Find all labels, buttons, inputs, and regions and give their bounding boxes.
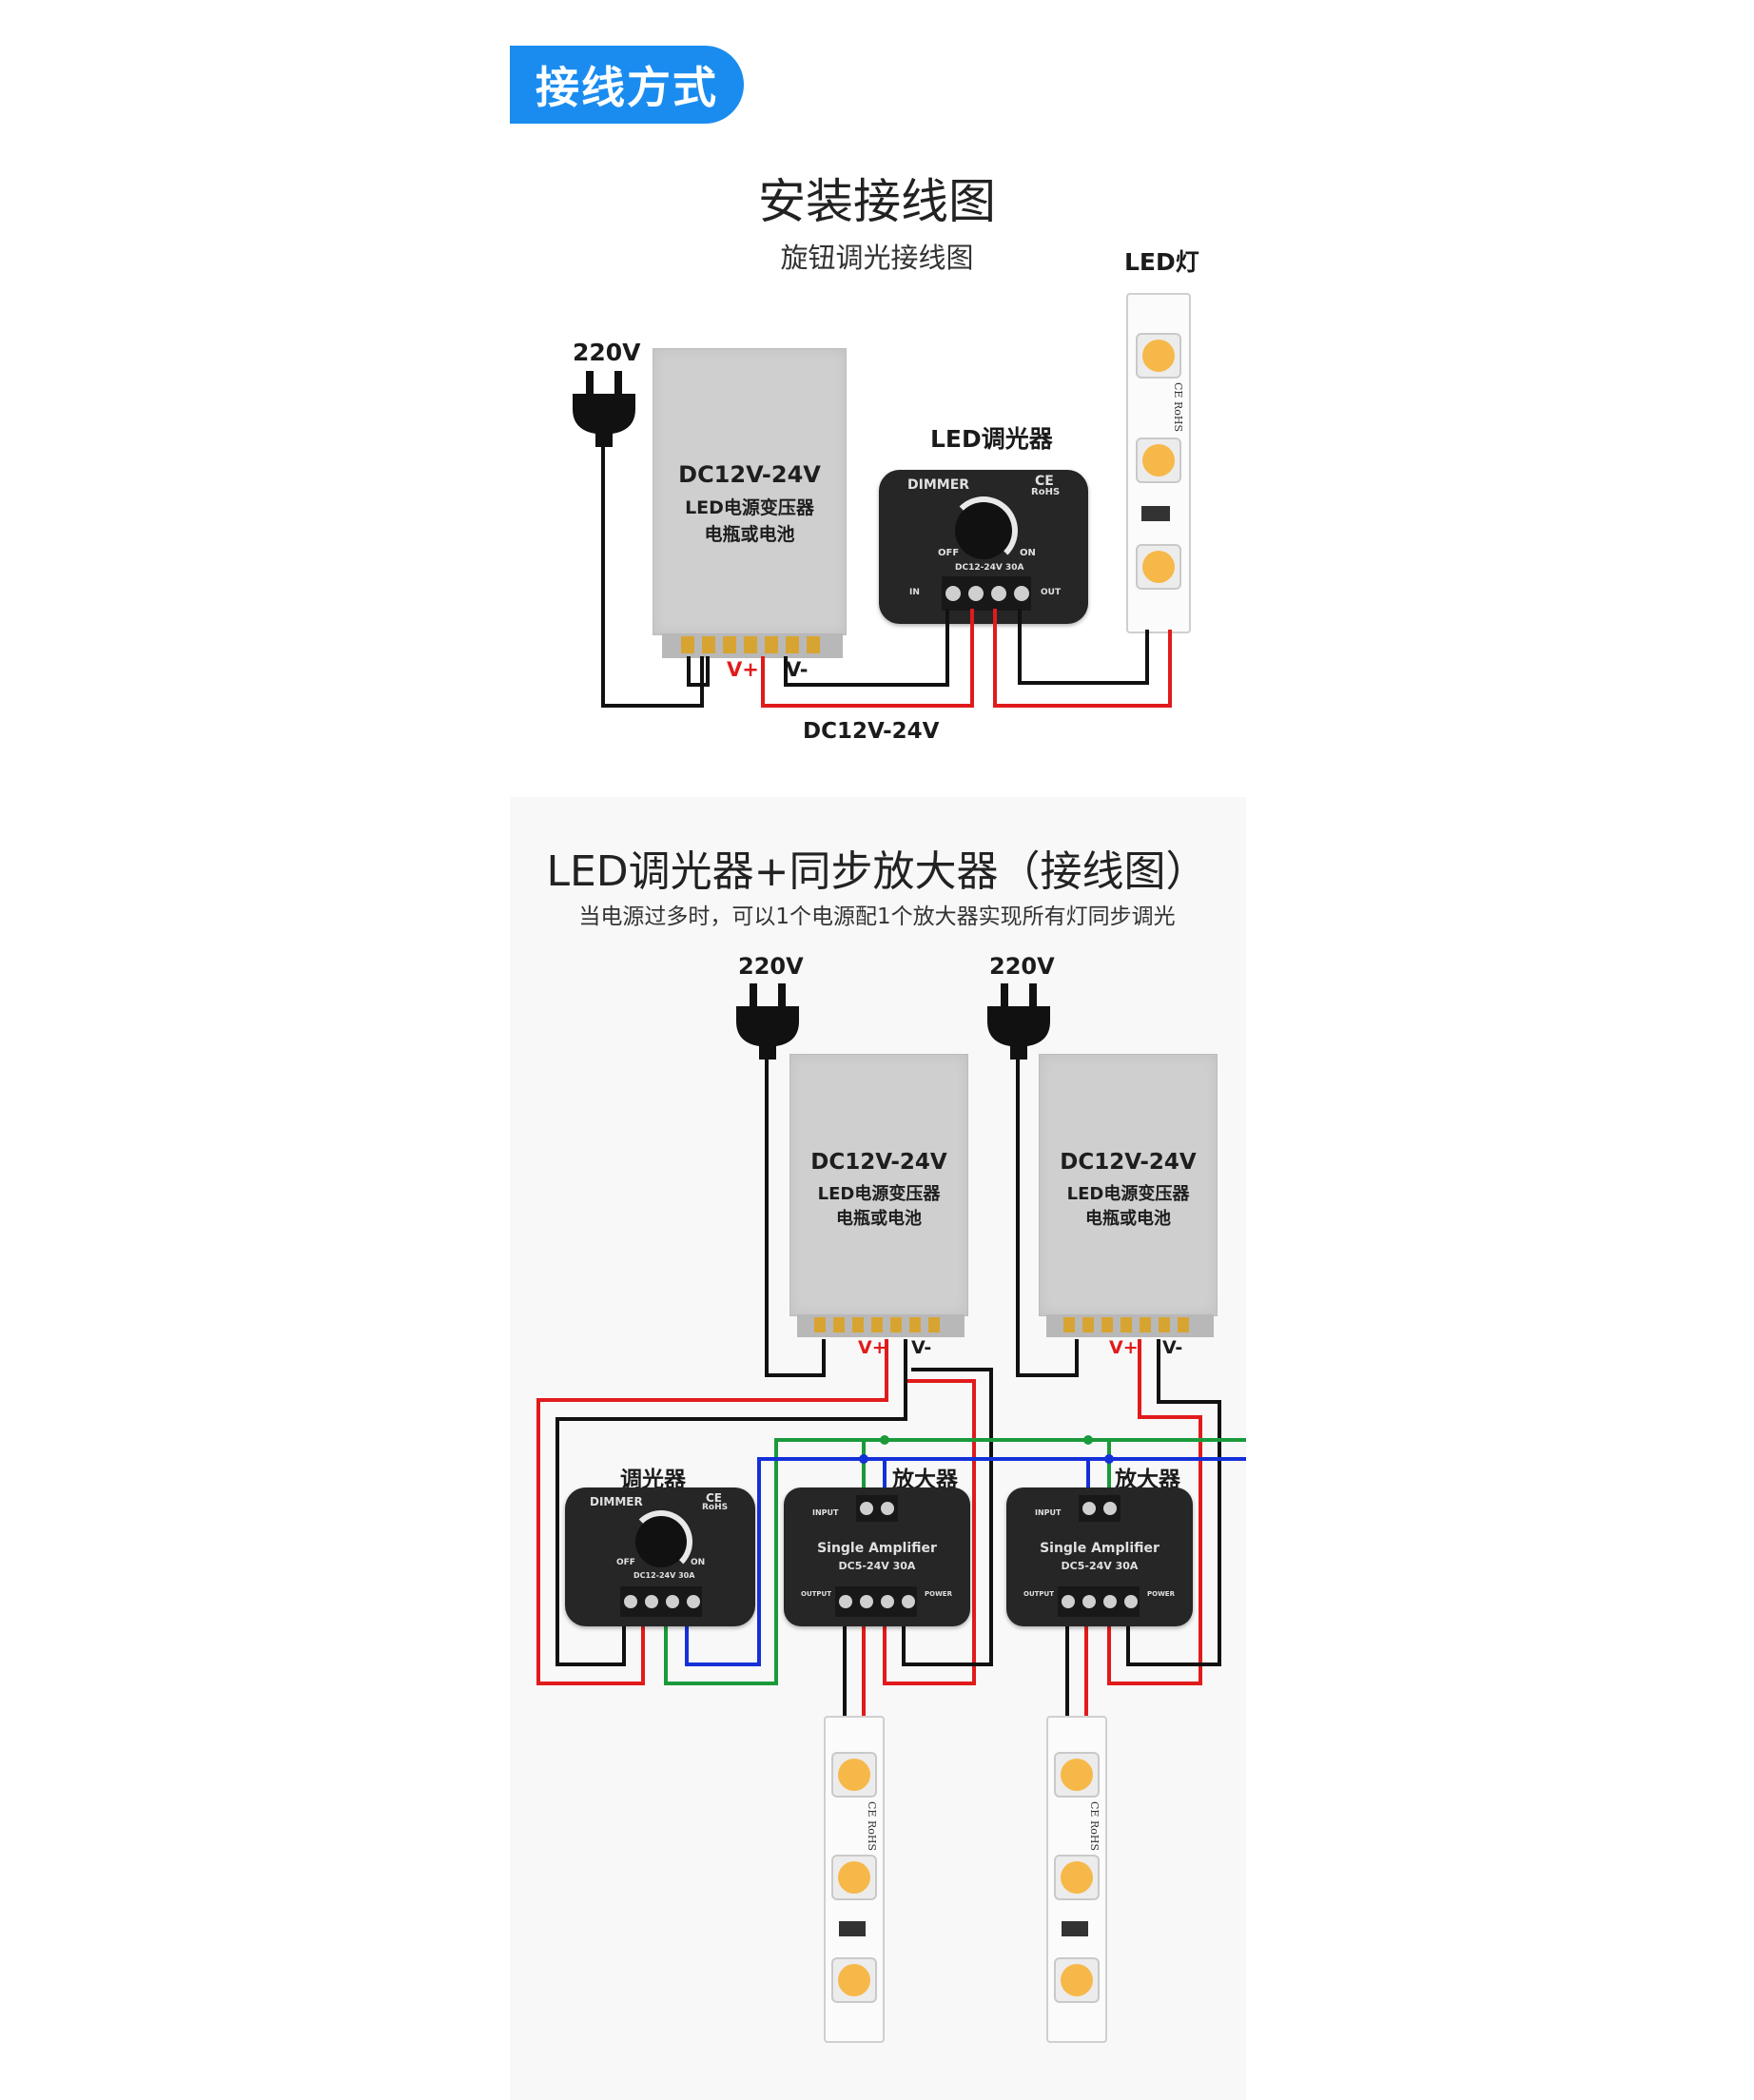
amplifier-b: INPUT Single Amplifier DC5-24V 30A OUTPU…: [1006, 1488, 1193, 1626]
label-220v-b: 220V: [989, 953, 1055, 980]
section1-title: 安装接线图: [758, 174, 996, 229]
led-strip: CE RoHS: [1126, 293, 1191, 633]
amp-b-input: INPUT: [1035, 1508, 1062, 1517]
amplifier-a: INPUT Single Amplifier DC5-24V 30A OUTPU…: [784, 1488, 970, 1626]
psu-b-terminal-block: [1046, 1314, 1214, 1337]
dimmer2-rohs: RoHS: [702, 1503, 729, 1512]
amp-b-input-terminal-icon: [1079, 1495, 1121, 1522]
amp-a-name: Single Amplifier: [817, 1541, 937, 1556]
psu-a-vplus: V+: [858, 1337, 887, 1358]
plug-icon-b: [987, 983, 1050, 1060]
psu-a-terminal-block: [797, 1314, 965, 1337]
psu-a-vminus: V-: [911, 1337, 932, 1358]
dimmer-2: DIMMER CE RoHS OFF ON DC12-24V 30A: [565, 1488, 755, 1626]
section2-subtitle: 当电源过多时，可以1个电源配1个放大器实现所有灯同步调光: [578, 904, 1176, 929]
wiring-diagram-1: [601, 445, 1172, 708]
on-label: ON: [1020, 548, 1036, 558]
power-supply: DC12V-24V LED电源变压器 电瓶或电池: [653, 348, 847, 635]
amp-a-power: POWER: [925, 1590, 952, 1598]
ce-mark: CE: [1035, 474, 1054, 489]
rohs-mark: RoHS: [1031, 487, 1061, 497]
amp-a-output: OUTPUT: [801, 1590, 831, 1598]
psu-b-battery: 电瓶或电池: [1085, 1209, 1171, 1229]
power-supply-b: DC12V-24V LED电源变压器 电瓶或电池: [1039, 1054, 1218, 1316]
amp-b-name: Single Amplifier: [1040, 1541, 1160, 1556]
vminus-label: V-: [786, 658, 809, 681]
dimmer-brand: DIMMER: [907, 477, 970, 493]
off-label: OFF: [938, 548, 960, 558]
dimmer2-ce: CE: [706, 1491, 723, 1505]
amp-a-output-terminal-icon: [835, 1586, 917, 1617]
psu-a-name: LED电源变压器: [817, 1184, 941, 1204]
led-chip: [831, 1957, 877, 2003]
label-220v-a: 220V: [738, 953, 804, 980]
led-chip: [1054, 1957, 1100, 2003]
label-220v: 220V: [573, 339, 641, 366]
amp-b-rating: DC5-24V 30A: [1061, 1560, 1139, 1572]
psu-a-battery: 电瓶或电池: [836, 1209, 922, 1229]
psu-voltage: DC12V-24V: [678, 461, 821, 488]
led-chip: [1136, 544, 1181, 590]
strip-b-mark: CE RoHS: [1088, 1801, 1101, 1851]
label-led-lamp: LED灯: [1124, 248, 1199, 276]
amp-b-output: OUTPUT: [1023, 1590, 1054, 1598]
psu-b-name: LED电源变压器: [1066, 1184, 1190, 1204]
led-chip: [1054, 1855, 1100, 1900]
out-label: OUT: [1041, 588, 1062, 597]
dc-voltage-label: DC12V-24V: [803, 719, 940, 744]
psu-a-voltage: DC12V-24V: [810, 1150, 947, 1175]
vplus-label: V+: [727, 658, 759, 681]
psu-battery: 电瓶或电池: [704, 524, 795, 545]
led-chip: [1136, 333, 1181, 379]
amp-b-output-terminal-icon: [1058, 1586, 1140, 1617]
psu-name: LED电源变压器: [685, 497, 814, 518]
plug-icon: [573, 371, 635, 447]
psu-terminal-block: [662, 633, 843, 658]
dimmer2-off: OFF: [616, 1558, 635, 1567]
dimmer2-knob-icon: [630, 1510, 692, 1573]
led-chip: [1054, 1752, 1100, 1798]
power-supply-a: DC12V-24V LED电源变压器 电瓶或电池: [789, 1054, 968, 1316]
strip-mark: CE RoHS: [1172, 382, 1184, 432]
led-strip-a: CE RoHS: [824, 1716, 885, 2043]
dimmer2-on: ON: [691, 1558, 706, 1567]
led-dimmer: DIMMER CE RoHS OFF ON DC12-24V 30A IN OU…: [879, 470, 1088, 624]
strip-a-resistor-icon: [839, 1921, 866, 1936]
psu-b-vminus: V-: [1162, 1337, 1183, 1358]
led-strip-b: CE RoHS: [1046, 1716, 1107, 2043]
led-chip: [1136, 438, 1181, 483]
dimmer2-rating: DC12-24V 30A: [633, 1571, 695, 1580]
plug-icon-a: [736, 983, 799, 1060]
strip-a-mark: CE RoHS: [866, 1801, 878, 1851]
dimmer-rating: DC12-24V 30A: [955, 563, 1024, 573]
section2-title: LED调光器+同步放大器（接线图）: [546, 847, 1208, 896]
dimmer2-brand: DIMMER: [590, 1495, 643, 1508]
amp-a-input: INPUT: [812, 1508, 839, 1517]
label-led-dimmer: LED调光器: [930, 425, 1053, 453]
psu-b-voltage: DC12V-24V: [1060, 1150, 1197, 1175]
led-chip: [831, 1752, 877, 1798]
dimmer-knob-icon: [949, 496, 1018, 565]
section1-subtitle: 旋钮调光接线图: [780, 242, 974, 274]
psu-b-vplus: V+: [1109, 1337, 1139, 1358]
led-chip: [831, 1855, 877, 1900]
in-label: IN: [909, 588, 920, 597]
amp-b-power: POWER: [1147, 1590, 1175, 1598]
strip-b-resistor-icon: [1062, 1921, 1088, 1936]
terminal-screws-icon: [942, 576, 1031, 611]
amp-a-input-terminal-icon: [856, 1495, 898, 1522]
resistor-icon: [1141, 506, 1170, 521]
section-tag: 接线方式: [510, 46, 744, 124]
dimmer2-terminal-icon: [620, 1586, 702, 1617]
amp-a-rating: DC5-24V 30A: [838, 1560, 916, 1572]
